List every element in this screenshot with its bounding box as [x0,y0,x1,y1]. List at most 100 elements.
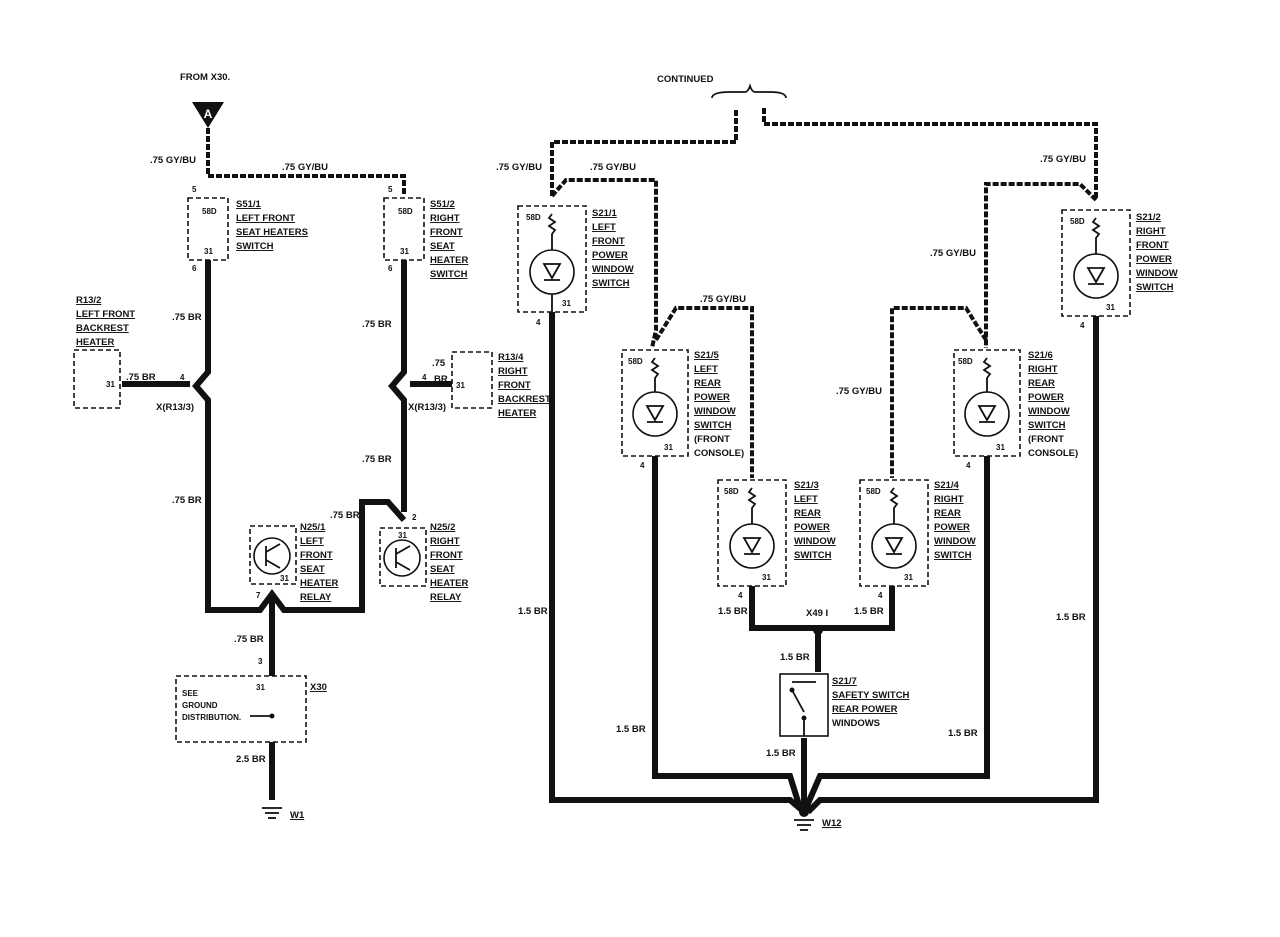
s51-1-line-3: SWITCH [236,241,274,252]
s21-4-line-4: WINDOW [934,536,976,547]
connector-a-icon [192,102,224,128]
ground-w12-icon [794,819,814,831]
splice-x49: X49 I [806,608,828,619]
r13-2-line-2: BACKREST [76,323,129,334]
x30-line-1: SEE [182,689,199,698]
wire-label-br15-c: 1.5 BR [854,606,884,617]
s21-1-pin-31: 31 [562,299,571,308]
wire-label-gybu-c: .75 GY/BU [496,162,542,173]
r13-2-pin-31: 31 [106,380,115,389]
wire-gybu-to-s21-4 [890,306,988,478]
n25-2-line-4: HEATER [430,578,468,589]
wire-gybu-to-s21-3 [654,306,754,478]
s21-5-id: S21/5 [694,350,720,361]
n25-1-line-4: HEATER [300,578,338,589]
s21-5-pin-31: 31 [664,443,673,452]
s21-2-line-2: FRONT [1136,240,1169,251]
splice-left: X(R13/3) [156,402,194,413]
r13-2-heater-box [73,349,121,409]
n25-2-id: N25/2 [430,522,455,533]
s21-6-line-3: POWER [1028,392,1064,403]
s21-6-pin-4: 4 [966,461,971,470]
s21-6-line-5: SWITCH [1028,420,1066,431]
s21-7-safety-switch [779,673,829,737]
n25-1-line-2: FRONT [300,550,333,561]
r13-4-line-2: FRONT [498,380,531,391]
s21-2-switch [1061,209,1131,317]
s21-7-line-3: WINDOWS [832,718,880,729]
s51-1-switch-box [187,197,229,261]
s21-7-line-2: REAR POWER [832,704,898,715]
s21-6-line-6: (FRONT [1028,434,1064,445]
ground-w1-icon [262,807,282,819]
wire-label-gybu-d: .75 GY/BU [590,162,636,173]
s21-5-line-5: SWITCH [694,420,732,431]
s51-2-line-2: FRONT [430,227,463,238]
wire-br-s21-6-ground [803,456,990,810]
wire-label-br-7: .75 BR [234,634,264,645]
r13-2-id: R13/2 [76,295,101,306]
wire-label-br-5: .75 BR [172,495,202,506]
s21-5-line-2: REAR [694,378,721,389]
s21-4-line-5: SWITCH [934,550,972,561]
s21-5-line-6: (FRONT [694,434,730,445]
r13-4-id: R13/4 [498,352,524,363]
r13-4-pin-31: 31 [456,381,465,390]
n25-1-pin-31: 31 [280,574,289,583]
s21-6-line-2: REAR [1028,378,1055,389]
s21-1-line-5: SWITCH [592,278,630,289]
s51-2-line-4: HEATER [430,255,468,266]
s21-5-pin-58d: 58D [628,357,643,366]
s21-1-line-3: POWER [592,250,628,261]
s51-2-pin-58d: 58D [398,207,413,216]
ground-w1-label: W1 [290,810,305,821]
pin-4-left-splice: 4 [180,373,185,382]
seat-heater-circuit: FROM X30. A .75 GY/BU .75 GY/BU 5 5 58D … [73,72,551,821]
s21-3-line-3: POWER [794,522,830,533]
s21-1-id: S21/1 [592,208,618,219]
r13-4-heater-box [451,351,493,409]
s21-1-line-1: LEFT [592,222,616,233]
s21-2-line-4: WINDOW [1136,268,1178,279]
n25-1-transistor-icon [253,537,291,575]
wire-label-gybu-a: .75 GY/BU [150,155,196,166]
wire-label-br15-f: 1.5 BR [616,724,646,735]
s21-4-switch [859,479,929,587]
s21-3-id: S21/3 [794,480,819,491]
x30-pin-3: 3 [258,657,263,666]
s21-1-pin-4: 4 [536,318,541,327]
wire-label-br15-h: 1.5 BR [948,728,978,739]
power-window-circuit: CONTINUED .75 GY/BU .75 GY/BU .75 GY/BU … [496,74,1178,831]
n25-1-pin-7: 7 [256,591,261,600]
s21-6-line-7: CONSOLE) [1028,448,1078,459]
n25-2-transistor-symbol [395,545,411,571]
w12-splice-dot [799,807,809,817]
s21-1-line-2: FRONT [592,236,625,247]
wire-label-br25: 2.5 BR [236,754,266,765]
s21-2-id: S21/2 [1136,212,1161,223]
s21-6-switch [953,349,1021,457]
s21-4-id: S21/4 [934,480,960,491]
n25-1-line-5: RELAY [300,592,332,603]
s21-1-switch [517,205,587,313]
wire-label-br15-e: 1.5 BR [780,652,810,663]
s21-4-line-1: RIGHT [934,494,964,505]
r13-4-line-1: RIGHT [498,366,528,377]
wire-label-br-3: .75 BR [126,372,156,383]
n25-2-transistor-icon [383,539,421,577]
s21-5-line-1: LEFT [694,364,718,375]
s21-6-id: S21/6 [1028,350,1053,361]
s21-4-line-2: REAR [934,508,961,519]
s21-3-line-2: REAR [794,508,821,519]
s21-2-line-3: POWER [1136,254,1172,265]
s21-5-pin-4: 4 [640,461,645,470]
s21-3-pin-31: 31 [762,573,771,582]
wire-gybu-to-s21-6 [984,182,1098,348]
from-x30-label: FROM X30. [180,72,230,83]
x30-id: X30 [310,682,327,693]
s21-1-pin-58d: 58D [526,213,541,222]
s51-2-line-3: SEAT [430,241,455,252]
s51-2-id: S51/2 [430,199,455,210]
wire-gybu-right-feed [762,108,1098,200]
wire-label-gybu-f: .75 GY/BU [930,248,976,259]
